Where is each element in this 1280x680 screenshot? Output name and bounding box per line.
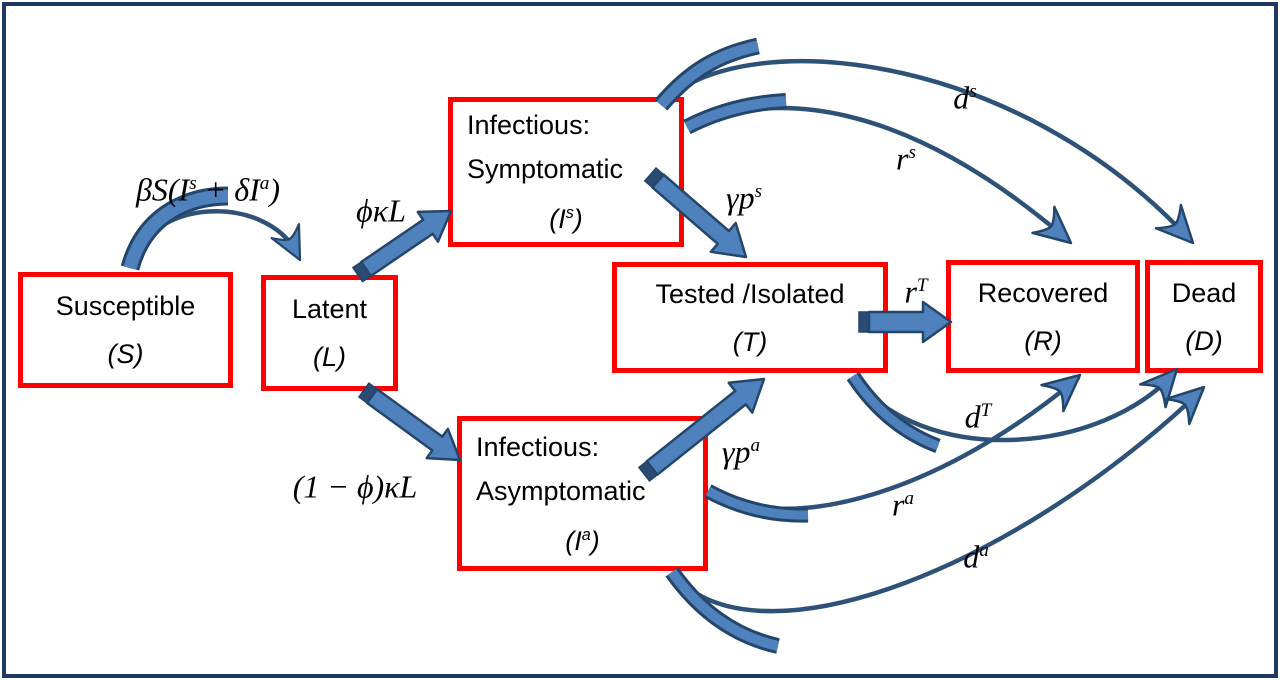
box-infectious-asymptomatic-symbol: (Ia) <box>565 525 600 556</box>
label-one-minus-phi-kappa-L: (1 − ϕ)κL <box>292 468 418 505</box>
box-infectious-asymptomatic-line2: Asymptomatic <box>476 475 646 506</box>
box-infectious-asymptomatic-line1: Infectious: <box>476 431 600 462</box>
label-gamma-p-a: γpa <box>721 433 761 470</box>
box-recovered: Recovered (R) <box>946 260 1140 373</box>
box-latent: Latent (L) <box>261 275 398 391</box>
label-r-a: ra <box>891 486 915 523</box>
box-latent-name: Latent <box>291 294 368 324</box>
box-tested-isolated-name: Tested /Isolated <box>655 278 845 309</box>
box-infectious-symptomatic-symbol: (Is) <box>549 204 583 234</box>
label-infection-rate: βS(Is + δIa) <box>135 171 281 208</box>
label-r-T: rT <box>904 273 928 310</box>
box-recovered-name: Recovered <box>977 277 1109 308</box>
box-recovered-symbol: (R) <box>1024 325 1062 356</box>
box-dead-name: Dead <box>1171 277 1237 308</box>
box-susceptible: Susceptible (S) <box>18 272 233 388</box>
label-r-s: rs <box>896 140 916 177</box>
box-dead-symbol: (D) <box>1185 325 1223 356</box>
box-infectious-symptomatic-line2: Symptomatic <box>467 154 624 184</box>
box-susceptible-symbol: (S) <box>107 339 144 369</box>
box-tested-isolated: Tested /Isolated (T) <box>612 262 888 373</box>
box-tested-isolated-symbol: (T) <box>732 326 768 357</box>
label-phi-kappa-L: ϕκL <box>356 192 406 229</box>
label-gamma-p-s: γps <box>725 179 763 216</box>
box-latent-symbol: (L) <box>312 342 347 372</box>
box-dead: Dead (D) <box>1145 260 1263 373</box>
box-infectious-asymptomatic: Infectious: Asymptomatic (Ia) <box>457 416 708 571</box>
label-d-a: da <box>963 538 989 575</box>
label-d-s: ds <box>953 79 977 116</box>
label-d-T: dT <box>964 398 992 435</box>
box-infectious-symptomatic: Infectious: Symptomatic (Is) <box>448 97 684 247</box>
box-susceptible-name: Susceptible <box>55 291 196 321</box>
box-infectious-symptomatic-line1: Infectious: <box>467 110 591 140</box>
